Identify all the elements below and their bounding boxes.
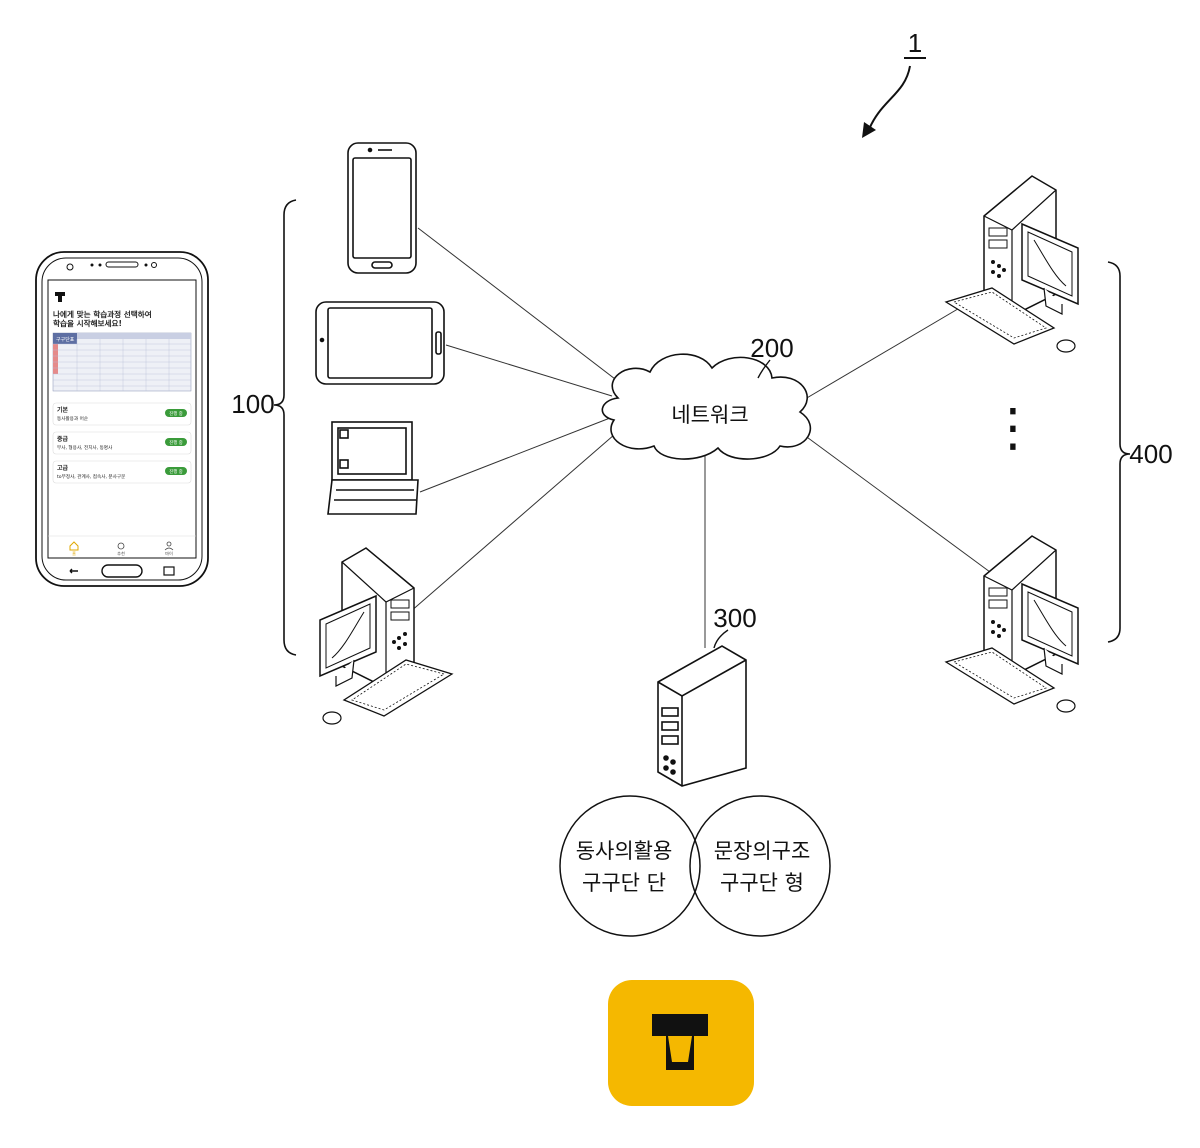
course-badge: 진행 중 <box>169 468 183 475</box>
more-terminals-dots: ⋮ <box>987 398 1039 458</box>
course-card-basic[interactable]: 기본 동사활용과 어순 진행 중 <box>53 403 191 425</box>
laptop-device-icon <box>328 422 418 514</box>
admin-terminals-ref-label: 400 <box>1129 439 1172 469</box>
smartphone-device-icon <box>348 143 416 273</box>
network-ref-label: 200 <box>750 333 793 363</box>
smartphone-app-mockup: 나에게 맞는 학습과정 선택하여 학습을 시작해보세요! 구구단표 기본 동사활… <box>36 252 208 586</box>
arrow-head-icon <box>862 122 876 138</box>
course-card-advanced[interactable]: 고급 to부정사, 관계사, 접속사, 분사구문 진행 중 <box>53 461 191 483</box>
server-ref-label: 300 <box>713 603 756 633</box>
course-card-intermediate[interactable]: 중급 부사, 형용사, 전치사, 동명사 진행 중 <box>53 432 191 454</box>
svg-text:홈: 홈 <box>72 550 76 556</box>
screen-heading-line2: 학습을 시작해보세요! <box>53 318 122 328</box>
tablet-device-icon <box>316 302 444 384</box>
course-badge: 진행 중 <box>169 410 183 417</box>
desktop-pc-left-icon <box>320 548 452 724</box>
course-title: 기본 <box>57 406 69 414</box>
desktop-pc-right-bottom-icon <box>946 536 1078 712</box>
right-circle-line2: 구구단 형 <box>720 871 804 895</box>
course-title: 고급 <box>57 464 69 472</box>
server-device-icon <box>658 630 746 786</box>
right-circle-line1: 문장의구조 <box>714 839 811 863</box>
app-icon <box>608 980 756 1106</box>
desktop-pc-right-top-icon <box>946 176 1078 352</box>
sentence-structure-circle <box>690 796 830 936</box>
multiplication-table: 구구단표 <box>53 333 191 391</box>
course-desc: 동사활용과 어순 <box>57 415 88 422</box>
system-ref-label: 1 <box>908 28 922 58</box>
course-badge: 진행 중 <box>169 439 183 446</box>
verb-usage-circle <box>560 796 700 936</box>
svg-text:마이: 마이 <box>165 550 173 557</box>
user-terminals-ref-label: 100 <box>231 389 274 419</box>
svg-text:추천: 추천 <box>117 550 125 557</box>
table-title: 구구단표 <box>56 336 75 343</box>
screen-heading-line1: 나에게 맞는 학습과정 선택하여 <box>53 309 152 319</box>
course-title: 중급 <box>57 435 69 443</box>
network-cloud: 네트워크 200 <box>602 333 810 459</box>
user-terminals-brace: 100 <box>231 200 296 655</box>
course-desc: 부사, 형용사, 전치사, 동명사 <box>57 444 113 451</box>
course-desc: to부정사, 관계사, 접속사, 분사구문 <box>57 473 125 480</box>
left-circle-line1: 동사의활용 <box>576 839 673 863</box>
left-circle-line2: 구구단 단 <box>582 871 666 895</box>
system-reference: 1 <box>862 28 926 138</box>
network-label: 네트워크 <box>671 403 748 427</box>
content-venn: 동사의활용 구구단 단 문장의구조 구구단 형 <box>560 796 830 936</box>
